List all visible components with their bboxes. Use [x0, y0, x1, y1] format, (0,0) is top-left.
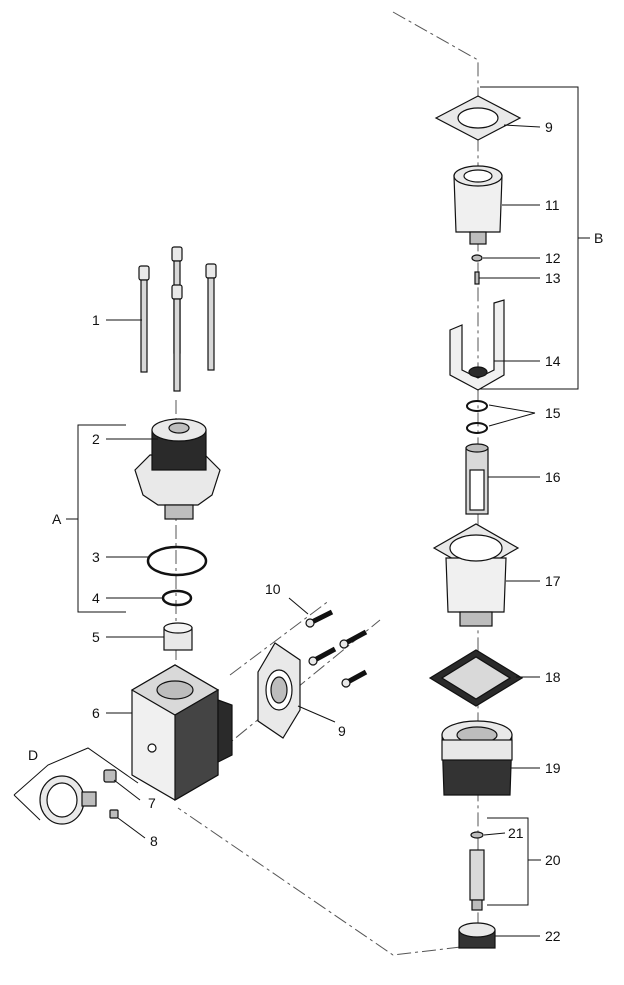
callout-12: 12: [545, 250, 561, 266]
o-ring-part-21: [470, 831, 484, 839]
callout-14: 14: [545, 353, 561, 369]
motor-head-part: [134, 418, 221, 520]
callout-18: 18: [545, 669, 561, 685]
bolt-1d: [205, 263, 217, 371]
pump-housing-part: [130, 664, 233, 802]
callout-19: 19: [545, 760, 561, 776]
nut-part-22: [458, 922, 496, 949]
seal-ring-15b: [466, 422, 488, 434]
cylinder-part-11: [453, 165, 503, 245]
long-bolts-part: [138, 246, 217, 392]
short-bolt-d: [341, 669, 368, 688]
callout-9-left: 9: [338, 723, 346, 739]
valve-stem-part-20: [469, 849, 485, 911]
callout-20: 20: [545, 852, 561, 868]
bolt-1a: [138, 265, 150, 373]
chamber-part-17: [432, 523, 520, 627]
callout-10: 10: [265, 581, 281, 597]
callout-4: 4: [92, 590, 100, 606]
callout-21: 21: [508, 825, 524, 841]
callout-16: 16: [545, 469, 561, 485]
large-o-ring-part: [146, 545, 208, 577]
bracket-d-lower: [13, 794, 41, 821]
small-o-ring-part: [161, 589, 193, 607]
callout-17: 17: [545, 573, 561, 589]
pin-part-13: [474, 271, 480, 285]
bracket-d: [13, 747, 139, 796]
piston-part-16: [465, 443, 489, 515]
group-label-b: B: [594, 230, 603, 246]
short-bolt-a: [305, 609, 334, 628]
short-bolt-b: [339, 629, 368, 649]
short-bolts-part: [305, 609, 368, 688]
callout-11: 11: [545, 197, 560, 213]
callout-6: 6: [92, 705, 100, 721]
bracket-a: [77, 424, 126, 613]
callout-15: 15: [545, 405, 561, 421]
group-label-d: D: [28, 747, 38, 763]
callout-8: 8: [150, 833, 158, 849]
bracket-20: [487, 817, 529, 906]
flange-plate-left-part: [257, 642, 301, 739]
gasket-plate-part-18: [428, 649, 524, 707]
callout-2: 2: [92, 431, 100, 447]
plug-part-8: [109, 809, 119, 819]
assembly-line-right: [177, 11, 479, 956]
callout-1: 1: [92, 312, 100, 328]
bracket-part-14: [449, 299, 505, 391]
callout-5: 5: [92, 629, 100, 645]
fitting-part-7: [103, 769, 117, 783]
bolt-1c: [171, 284, 183, 392]
group-label-a: A: [52, 511, 62, 527]
washer-part-12: [471, 254, 483, 262]
flange-plate-right-part: [434, 95, 522, 141]
retaining-ring-part-19: [441, 720, 513, 796]
seal-ring-15a: [466, 400, 488, 412]
callout-3: 3: [92, 549, 100, 565]
cylinder-plug-part: [163, 622, 193, 651]
callout-22: 22: [545, 928, 561, 944]
callout-9-right: 9: [545, 119, 553, 135]
short-bolt-c: [308, 646, 337, 666]
callout-7: 7: [148, 795, 156, 811]
assembly-line-10: [229, 599, 331, 676]
gauge-part: [39, 775, 97, 825]
callout-13: 13: [545, 270, 561, 286]
